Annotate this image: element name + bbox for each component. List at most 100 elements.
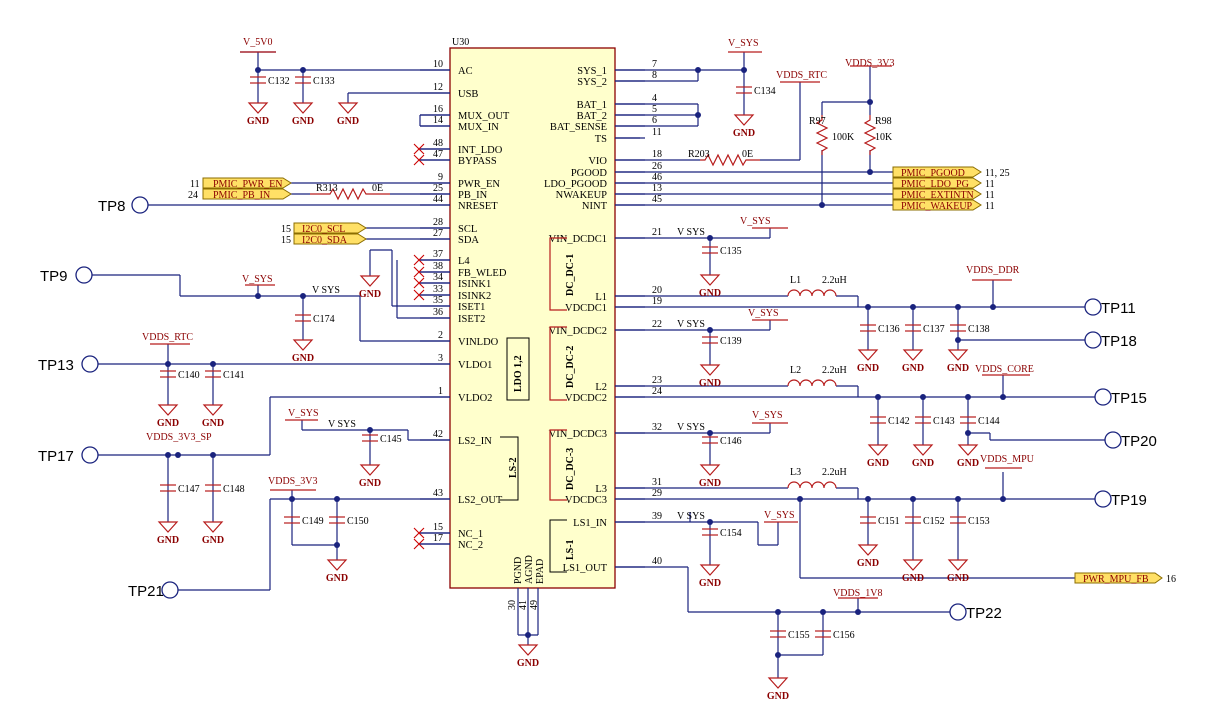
pin-name: VLDO2 — [458, 393, 492, 404]
svg-text:PGND: PGND — [513, 557, 524, 584]
testpoint-tp13[interactable]: TP13 — [38, 355, 99, 374]
testpoint-tp9[interactable]: TP9 — [40, 266, 93, 285]
svg-text:100K: 100K — [832, 132, 855, 143]
ground-symbol: GND — [292, 339, 314, 364]
pin-name: AC — [458, 66, 473, 77]
ground-label: GND — [202, 418, 224, 429]
pin-number: 21 — [652, 227, 662, 238]
svg-text:TP19: TP19 — [1111, 492, 1147, 509]
ground-label: GND — [326, 573, 348, 584]
pin-name: NRESET — [458, 201, 498, 212]
capacitor-c138: C138 — [950, 324, 990, 335]
pin-name: VLDO1 — [458, 360, 492, 371]
svg-text:2.2uH: 2.2uH — [822, 365, 847, 376]
net-tag-pmic-ldo-pg[interactable]: PMIC_LDO_PG 11 — [892, 177, 995, 190]
net-tag-pmic-extintn[interactable]: PMIC_EXTINTN 11 — [892, 188, 995, 201]
capacitor-c146: C146 — [702, 436, 742, 447]
capacitor-c139: C139 — [702, 336, 742, 347]
testpoint-tp20[interactable]: TP20 — [1104, 431, 1157, 450]
resistor-r97: R97 100K — [809, 115, 855, 155]
testpoint-tp18[interactable]: TP18 — [1084, 331, 1137, 350]
capacitor-c134: C134 — [736, 86, 776, 97]
rail-vsys: V_SYS — [764, 510, 798, 523]
pin-name: INT_LDO — [458, 145, 503, 156]
net-tag-i2c0-scl[interactable]: I2C0_SCL 15 — [281, 222, 367, 235]
net-tag-i2c0-sda[interactable]: I2C0_SDA 15 — [281, 233, 367, 246]
rail-label: V_SYS — [740, 216, 771, 227]
svg-text:AGND: AGND — [524, 555, 535, 584]
ground-symbol: GND — [857, 349, 879, 374]
capacitor-label: C150 — [347, 516, 369, 527]
pin-name: USB — [458, 89, 478, 100]
svg-text:0E: 0E — [742, 149, 753, 160]
svg-text:11: 11 — [190, 179, 200, 190]
net-tag-pmic-pb-in[interactable]: PMIC_PB_IN 24 — [188, 188, 292, 201]
ground-label: GND — [517, 658, 539, 669]
rail-label: V_SYS — [288, 408, 319, 419]
ground-label: GND — [699, 478, 721, 489]
svg-text:TP11: TP11 — [1101, 300, 1136, 317]
ground-symbol: GND — [733, 114, 755, 139]
capacitor-label: C143 — [933, 416, 955, 427]
capacitor-c174: C174 — [295, 314, 335, 325]
net-tag-pmic-pgood[interactable]: PMIC_PGOOD 11, 25 — [892, 166, 1010, 179]
svg-text:PWR_MPU_FB: PWR_MPU_FB — [1083, 574, 1149, 585]
pin-name: BAT_SENSE — [550, 122, 607, 133]
ground-symbol: GND — [202, 404, 224, 429]
ground-label: GND — [337, 116, 359, 127]
testpoint-tp15[interactable]: TP15 — [1094, 388, 1147, 407]
capacitor-c152: C152 — [905, 516, 945, 527]
rail-label: V_SYS — [752, 410, 783, 421]
testpoint-tp11[interactable]: TP11 — [1084, 298, 1136, 317]
ground-label: GND — [947, 573, 969, 584]
net-tag-pwr-mpu-fb[interactable]: PWR_MPU_FB 16 — [1074, 572, 1176, 585]
capacitor-c133: C133 — [295, 76, 335, 87]
resistor-r313: R313 0E — [310, 183, 390, 201]
pin-number: 22 — [652, 319, 662, 330]
svg-text:TP8: TP8 — [98, 198, 126, 215]
pin-number: 29 — [652, 488, 662, 499]
capacitor-label: C145 — [380, 434, 402, 445]
svg-text:PMIC_PB_IN: PMIC_PB_IN — [213, 190, 270, 201]
testpoint-tp21[interactable]: TP21 — [128, 581, 179, 600]
pin-name: NINT — [582, 201, 608, 212]
testpoint-tp22[interactable]: TP22 — [949, 603, 1002, 622]
pin-number: 42 — [433, 429, 443, 440]
testpoint-tp8[interactable]: TP8 — [98, 196, 149, 215]
testpoint-tp17[interactable]: TP17 — [38, 446, 99, 465]
ground-symbol: GND — [857, 544, 879, 569]
capacitor-c132: C132 — [250, 76, 290, 87]
capacitor-label: C154 — [720, 528, 742, 539]
pin-number: 32 — [652, 422, 662, 433]
pin-name: ISINK2 — [458, 291, 491, 302]
pin-number: 16 — [433, 104, 443, 115]
rail-label: V_SYS — [748, 308, 779, 319]
svg-text:L3: L3 — [790, 467, 801, 478]
svg-text:TP21: TP21 — [128, 583, 164, 600]
inductor-l3: L3 2.2uH — [787, 467, 847, 489]
svg-text:I2C0_SCL: I2C0_SCL — [302, 224, 345, 235]
ground-label: GND — [699, 378, 721, 389]
rail-label: VDDS_1V8 — [833, 588, 882, 599]
capacitor-c142: C142 — [870, 416, 910, 427]
ground-label: GND — [157, 535, 179, 546]
ground-symbol: GND — [912, 444, 934, 469]
svg-text:LDO 1,2: LDO 1,2 — [513, 355, 524, 392]
rail-label: V_SYS — [242, 274, 273, 285]
wires — [92, 51, 1105, 678]
pin-name: ISET1 — [458, 302, 485, 313]
pin-name: SDA — [458, 235, 479, 246]
pin-name: BAT_1 — [577, 100, 607, 111]
net-tag-pmic-wakeup[interactable]: PMIC_WAKEUP 11 — [892, 199, 995, 212]
capacitor-c136: C136 — [860, 324, 900, 335]
testpoint-tp19[interactable]: TP19 — [1094, 490, 1147, 509]
rail-label: V_5V0 — [243, 37, 272, 48]
rail-vdds-rtc: VDDS_RTC — [776, 70, 827, 83]
pin-number: 17 — [433, 533, 443, 544]
svg-text:24: 24 — [188, 190, 198, 201]
net-tag-pmic-pwr-en[interactable]: PMIC_PWR_EN 11 — [190, 177, 292, 190]
pin-number: 43 — [433, 488, 443, 499]
ground-symbol: GND — [517, 644, 539, 669]
pin-number: 10 — [433, 59, 443, 70]
